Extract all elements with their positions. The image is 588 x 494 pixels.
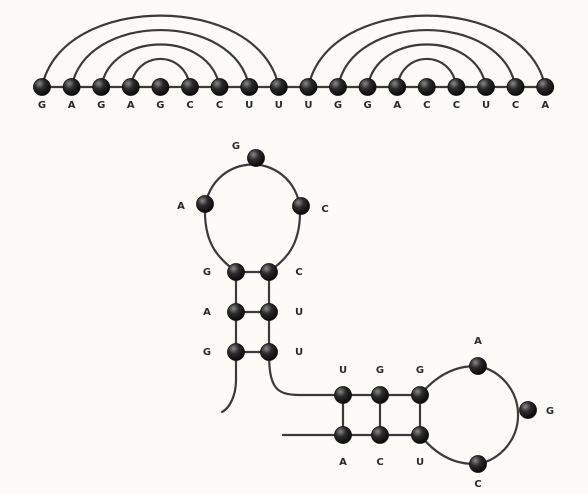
nucleotide-bead [93, 79, 110, 96]
nucleotide-label: A [68, 100, 76, 111]
nucleotide-bead [470, 358, 487, 375]
nucleotide-bead [412, 427, 429, 444]
nucleotide-label: A [393, 100, 401, 111]
nucleotide-label: G [363, 100, 371, 111]
nucleotide-bead [152, 79, 169, 96]
nucleotide-bead [372, 387, 389, 404]
nucleotide-bead [34, 79, 51, 96]
nucleotide-bead [335, 387, 352, 404]
nucleotide-label: G [232, 141, 240, 152]
nucleotide-label: U [339, 365, 347, 376]
nucleotide-label: G [203, 347, 211, 358]
nucleotide-bead [122, 79, 139, 96]
nucleotide-bead [470, 456, 487, 473]
nucleotide-bead [261, 304, 278, 321]
nucleotide-bead [261, 344, 278, 361]
nucleotide-label: G [416, 365, 424, 376]
nucleotide-bead [270, 79, 287, 96]
nucleotide-bead [248, 150, 265, 167]
nucleotide-label: G [38, 100, 46, 111]
nucleotide-label: A [474, 336, 482, 347]
nucleotide-label: A [339, 457, 347, 468]
nucleotide-label: U [295, 307, 303, 318]
nucleotide-bead [228, 264, 245, 281]
nucleotide-bead [418, 79, 435, 96]
nucleotide-label: U [245, 100, 253, 111]
nucleotide-bead [537, 79, 554, 96]
nucleotide-label: G [97, 100, 105, 111]
nucleotide-label: C [512, 100, 519, 111]
nucleotide-label: U [304, 100, 312, 111]
nucleotide-label: C [376, 457, 383, 468]
nucleotide-label: C [474, 479, 481, 490]
nucleotide-label: C [216, 100, 223, 111]
nucleotide-bead [293, 198, 310, 215]
nucleotide-bead [300, 79, 317, 96]
nucleotide-bead [372, 427, 389, 444]
nucleotide-label: C [295, 267, 302, 278]
nucleotide-bead [359, 79, 376, 96]
nucleotide-bead [63, 79, 80, 96]
nucleotide-bead [261, 264, 278, 281]
nucleotide-label: A [541, 100, 549, 111]
nucleotide-label: G [546, 406, 554, 417]
nucleotide-label: G [334, 100, 342, 111]
nucleotide-bead [335, 427, 352, 444]
nucleotide-label: A [203, 307, 211, 318]
nucleotide-bead [507, 79, 524, 96]
nucleotide-bead [197, 196, 214, 213]
nucleotide-label: C [453, 100, 460, 111]
nucleotide-bead [241, 79, 258, 96]
nucleotide-label: A [177, 201, 185, 212]
nucleotide-label: U [275, 100, 283, 111]
nucleotide-label: C [321, 204, 328, 215]
nucleotide-label: U [482, 100, 490, 111]
nucleotide-label: G [376, 365, 384, 376]
nucleotide-label: U [295, 347, 303, 358]
nucleotide-bead [330, 79, 347, 96]
nucleotide-bead [478, 79, 495, 96]
nucleotide-label: A [127, 100, 135, 111]
nucleotide-label: C [186, 100, 193, 111]
nucleotide-bead [228, 344, 245, 361]
nucleotide-bead [448, 79, 465, 96]
nucleotide-bead [228, 304, 245, 321]
nucleotide-label: G [203, 267, 211, 278]
nucleotide-bead [389, 79, 406, 96]
nucleotide-label: U [416, 457, 424, 468]
nucleotide-bead [182, 79, 199, 96]
nucleotide-label: C [423, 100, 430, 111]
nucleotide-label: G [156, 100, 164, 111]
nucleotide-bead [520, 402, 537, 419]
nucleotide-bead [412, 387, 429, 404]
nucleotide-bead [211, 79, 228, 96]
